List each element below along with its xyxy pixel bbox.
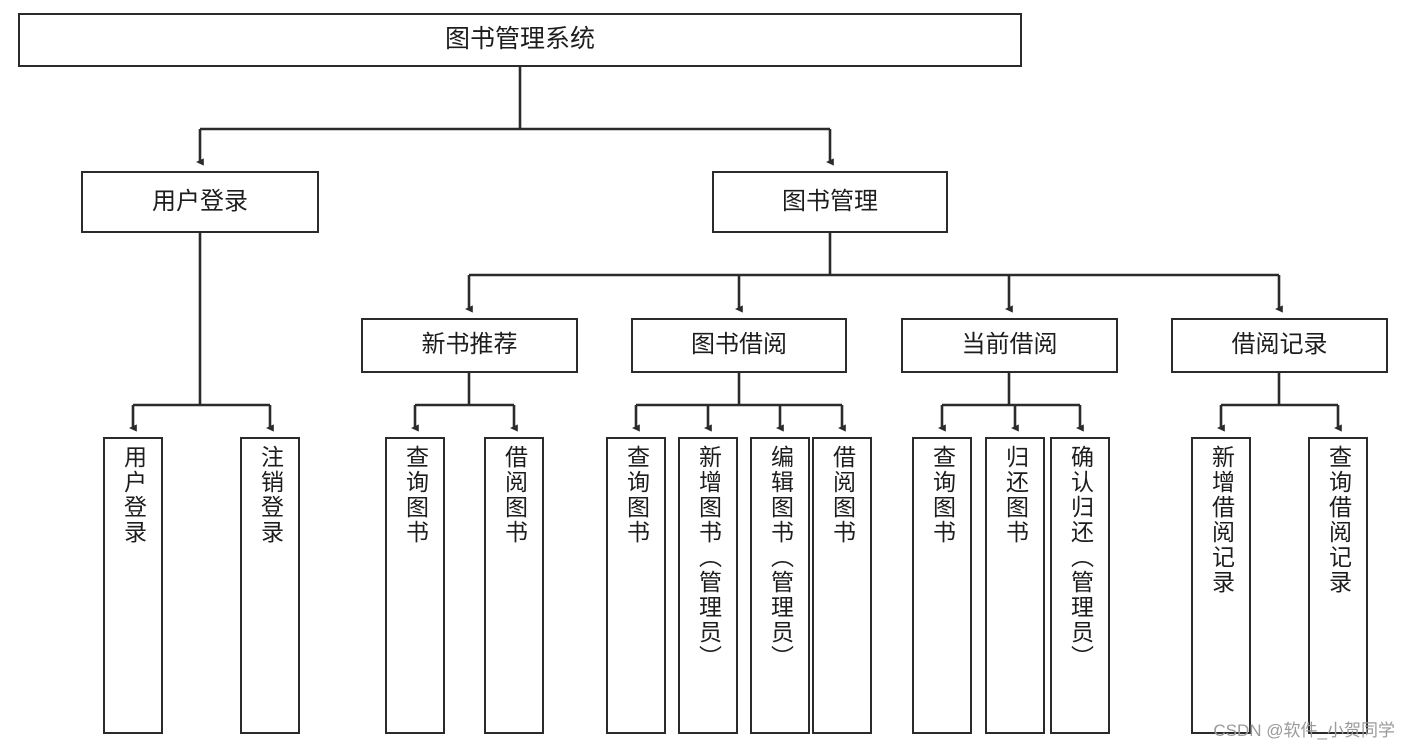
node-label: 新增借阅记录 xyxy=(1208,445,1235,595)
node-label: 查询借阅记录 xyxy=(1325,445,1352,595)
node-label: 图书借阅 xyxy=(691,331,787,359)
node-编辑图书管理员[interactable]: 编辑图书（管理员） xyxy=(750,437,810,734)
node-归还图书[interactable]: 归还图书 xyxy=(985,437,1045,734)
node-新书推荐[interactable]: 新书推荐 xyxy=(361,318,578,373)
node-借阅记录[interactable]: 借阅记录 xyxy=(1171,318,1388,373)
node-label: 查询图书 xyxy=(402,445,429,545)
node-新增借阅记录[interactable]: 新增借阅记录 xyxy=(1191,437,1251,734)
node-查询图书[interactable]: 查询图书 xyxy=(912,437,972,734)
node-当前借阅[interactable]: 当前借阅 xyxy=(901,318,1118,373)
node-借阅图书[interactable]: 借阅图书 xyxy=(484,437,544,734)
node-查询图书[interactable]: 查询图书 xyxy=(385,437,445,734)
node-确认归还管理员[interactable]: 确认归还（管理员） xyxy=(1050,437,1110,734)
node-用户登录[interactable]: 用户登录 xyxy=(81,171,319,233)
node-label: 当前借阅 xyxy=(961,331,1058,359)
node-label: 用户登录 xyxy=(120,445,147,545)
node-label: 新书推荐 xyxy=(421,331,518,359)
node-root[interactable]: 图书管理系统 xyxy=(18,13,1022,67)
node-label: 注销登录 xyxy=(257,445,284,545)
node-label: 归还图书 xyxy=(1002,445,1029,545)
node-图书借阅[interactable]: 图书借阅 xyxy=(631,318,847,373)
node-label: 查询图书 xyxy=(623,445,650,545)
node-label: 用户登录 xyxy=(152,187,248,215)
node-label: 确认归还（管理员） xyxy=(1067,445,1094,670)
node-label: 借阅记录 xyxy=(1231,331,1328,359)
node-图书管理[interactable]: 图书管理 xyxy=(712,171,948,233)
node-label: 查询图书 xyxy=(929,445,956,545)
node-用户登录[interactable]: 用户登录 xyxy=(103,437,163,734)
node-label: 借阅图书 xyxy=(501,445,528,545)
node-新增图书管理员[interactable]: 新增图书（管理员） xyxy=(678,437,738,734)
node-借阅图书[interactable]: 借阅图书 xyxy=(812,437,872,734)
node-label: 新增图书（管理员） xyxy=(695,445,722,670)
node-label: 借阅图书 xyxy=(829,445,856,545)
node-注销登录[interactable]: 注销登录 xyxy=(240,437,300,734)
node-root-label: 图书管理系统 xyxy=(444,25,595,54)
node-label: 图书管理 xyxy=(782,187,878,215)
node-查询图书[interactable]: 查询图书 xyxy=(606,437,666,734)
node-查询借阅记录[interactable]: 查询借阅记录 xyxy=(1308,437,1368,734)
node-label: 编辑图书（管理员） xyxy=(767,445,794,670)
